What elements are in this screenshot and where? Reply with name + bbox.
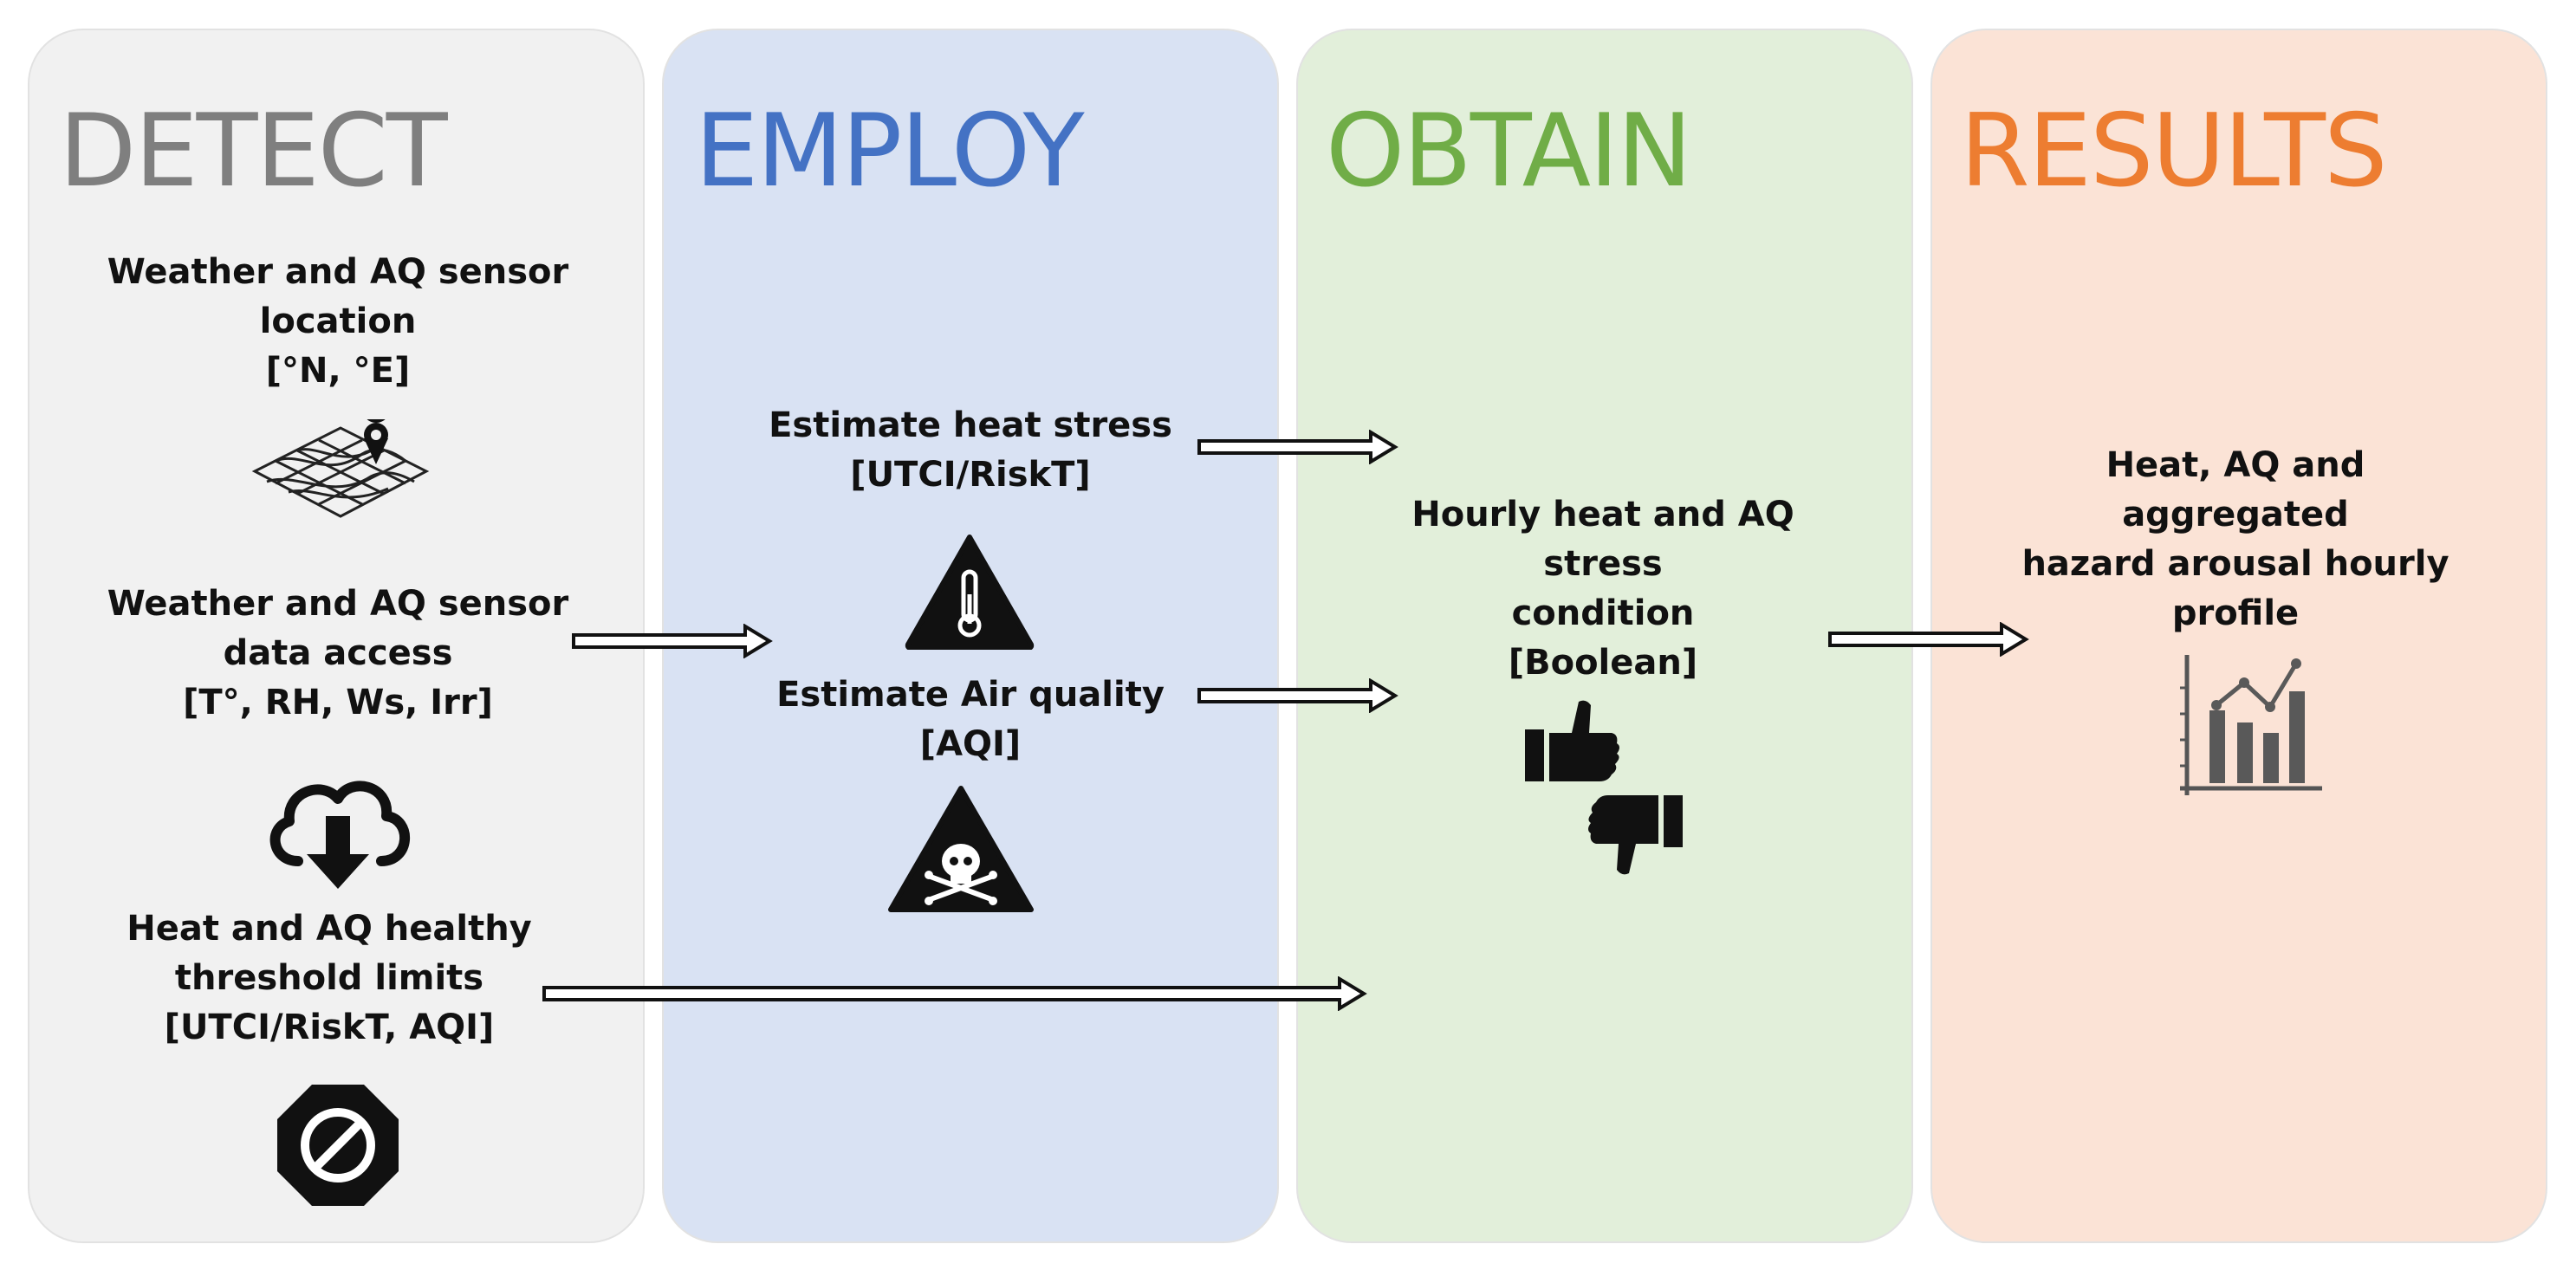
cloud-download-icon <box>269 781 411 889</box>
sensor-location-label: Weather and AQ sensor location [°N, °E] <box>107 252 569 391</box>
heat-stress-label: Estimate heat stress [UTCI/RiskT] <box>769 405 1172 495</box>
obtain-heading: OBTAIN <box>1326 93 1692 210</box>
detect-heading: DETECT <box>59 93 448 210</box>
aggregated-profile-label: Heat, AQ and aggregated hazard arousal h… <box>2021 445 2449 633</box>
arrow-heat-stress-to-obtain <box>1197 430 1398 464</box>
results-panel <box>1930 29 2547 1243</box>
obtain-panel <box>1296 29 1913 1243</box>
map-pin-icon <box>251 419 430 518</box>
bar-line-chart-icon <box>2180 655 2322 795</box>
sensor-data-access-label: Weather and AQ sensor data access [T°, R… <box>107 584 569 722</box>
hourly-condition-label: Hourly heat and AQ stress condition [Boo… <box>1411 495 1794 683</box>
employ-heading: EMPLOY <box>695 93 1085 210</box>
arrow-air-quality-to-obtain <box>1197 678 1398 713</box>
air-quality-label: Estimate Air quality [AQI] <box>776 675 1165 764</box>
results-heading: RESULTS <box>1960 93 2388 210</box>
detect-panel <box>28 29 645 1243</box>
arrow-data-access-to-employ <box>572 624 773 658</box>
threshold-limits-label: Heat and AQ healthy threshold limits [UT… <box>127 909 532 1047</box>
arrow-obtain-to-results <box>1828 622 2029 657</box>
arrow-thresholds-to-obtain <box>542 976 1367 1011</box>
prohibited-octagon-icon <box>277 1085 399 1206</box>
thermometer-warning-icon <box>905 535 1035 650</box>
thumbs-up-down-icon <box>1525 700 1683 875</box>
skull-warning-icon <box>888 786 1034 912</box>
